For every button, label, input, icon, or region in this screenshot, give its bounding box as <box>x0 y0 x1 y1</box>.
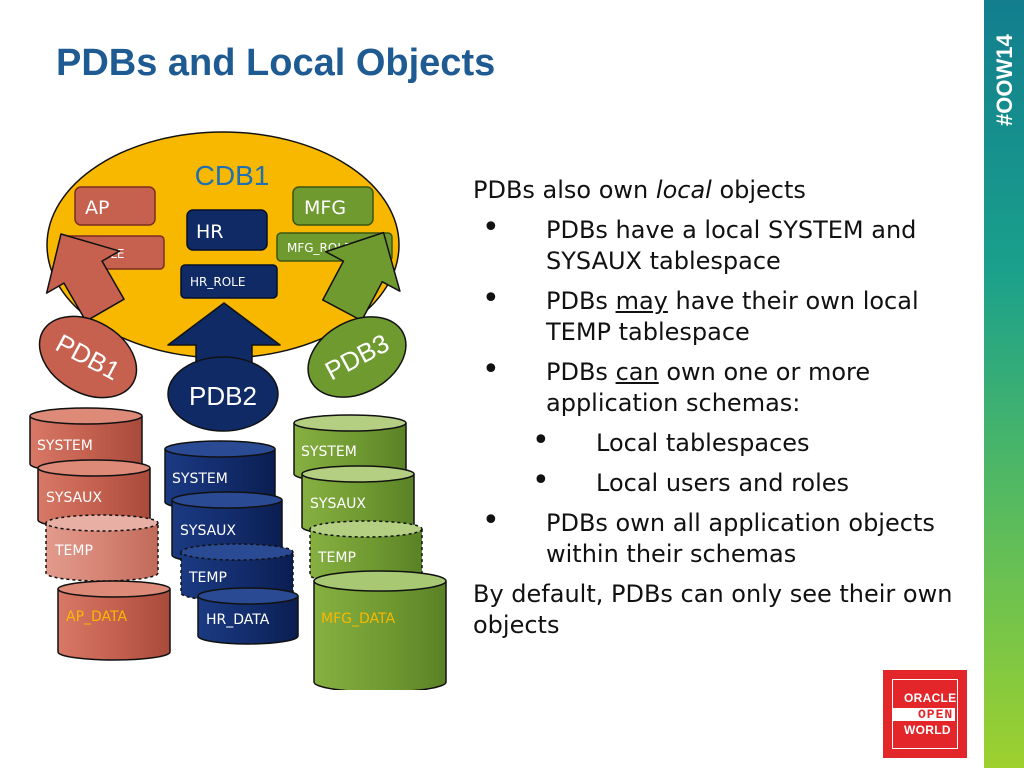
pdb3-temp-label: TEMP <box>317 550 356 566</box>
underlined-may: may <box>615 287 668 315</box>
oracle-openworld-logo: ORACLE OPEN WORLD <box>883 670 967 758</box>
pdb2-badge <box>167 356 279 432</box>
pdb1-sysaux-cylinder: SYSAUX <box>37 459 151 529</box>
pdb1-tablespaces: SYSTEM SYSAUX TEMP AP_DATA <box>29 407 171 661</box>
pdb2-arrow <box>167 302 281 373</box>
pdb-diagram: CDB1 AP AP_ROLE HR HR_ROLE MFG MFG_ROLE … <box>29 131 447 690</box>
pdb1-temp-label: TEMP <box>54 543 93 559</box>
pdb2-system-label: SYSTEM <box>172 471 228 487</box>
pdb3-mfg-data-label: MFG_DATA <box>321 611 395 627</box>
pdb3-badge <box>307 316 407 398</box>
mfg-schema-box <box>292 186 374 226</box>
pdb3-system-label: SYSTEM <box>301 444 357 460</box>
sub-bullet-local-tablespaces: •Local tablespaces <box>532 423 810 458</box>
pdb3-temp-cylinder: TEMP <box>309 520 423 584</box>
bullet-dot: • <box>532 463 550 498</box>
pdb3-sysaux-label: SYSAUX <box>310 496 366 512</box>
bullet-dot: • <box>482 210 500 245</box>
bullet-dot: • <box>482 352 500 387</box>
bullet-dot: • <box>482 281 500 316</box>
hashtag-text: #OOW14 <box>992 34 1017 126</box>
bullet-own-app-objects: •PDBs own all application objects within… <box>482 503 935 568</box>
pdb1-system-cylinder: SYSTEM <box>29 407 143 473</box>
ap-schema-label: AP <box>85 197 109 219</box>
logo-line-world: WORLD <box>904 723 951 737</box>
bullet-app-schemas: •PDBs can own one or more application sc… <box>482 352 871 417</box>
hr-role-box <box>180 264 278 299</box>
pdb1-sysaux-label: SYSAUX <box>46 490 102 506</box>
closing-line: By default, PDBs can only see their own … <box>473 580 953 639</box>
bullet-local-temp: •PDBs may have their own local TEMP tabl… <box>482 281 919 346</box>
logo-line-oracle: ORACLE <box>904 691 957 705</box>
cdb-label: CDB1 <box>195 160 270 191</box>
pdb3-mfg-data-cylinder: MFG_DATA <box>313 570 447 690</box>
bullet-dot: • <box>482 503 500 538</box>
slide-title: PDBs and Local Objects <box>56 42 496 84</box>
ap-schema-box <box>74 186 156 226</box>
sub-bullet-local-users-roles: •Local users and roles <box>532 463 850 498</box>
logo-line-open: OPEN <box>918 707 954 722</box>
pdb3-sysaux-cylinder: SYSAUX <box>301 465 415 536</box>
pdb1-badge <box>38 315 138 399</box>
pdb2-hr-data-label: HR_DATA <box>206 612 270 628</box>
pdb2-label: PDB2 <box>189 381 257 411</box>
hr-schema-label: HR <box>196 221 224 243</box>
pdb1-temp-cylinder: TEMP <box>45 514 159 582</box>
pdb3-arrow <box>322 231 401 322</box>
pdb1-ap-data-cylinder: AP_DATA <box>57 580 171 661</box>
pdb2-temp-label: TEMP <box>188 570 227 586</box>
pdb3-tablespaces: SYSTEM SYSAUX TEMP MFG_DATA <box>293 414 447 690</box>
bullet-local-system-sysaux: •PDBs have a local SYSTEM and SYSAUX tab… <box>482 210 917 275</box>
hr-schema-box <box>186 209 268 251</box>
intro-line: PDBs also own local objects <box>473 176 806 204</box>
pdb2-tablespaces: SYSTEM SYSAUX TEMP HR_DATA <box>164 440 299 645</box>
pdb1-system-label: SYSTEM <box>37 438 93 454</box>
pdb1-arrow <box>45 233 125 322</box>
bullet-dot: • <box>532 423 550 458</box>
emphasis-local: local <box>655 176 712 204</box>
underlined-can: can <box>615 358 659 386</box>
pdb2-sysaux-label: SYSAUX <box>180 523 236 539</box>
mfg-schema-label: MFG <box>304 197 346 219</box>
pdb2-hr-data-cylinder: HR_DATA <box>197 587 299 645</box>
bullet-list: PDBs also own local objects •PDBs have a… <box>473 175 973 641</box>
hashtag-graphic: #OOW14 <box>992 34 1017 126</box>
conference-sidebar: #OOW14 <box>984 0 1024 768</box>
hr-role-label: HR_ROLE <box>190 275 245 289</box>
pdb1-ap-data-label: AP_DATA <box>66 609 128 625</box>
